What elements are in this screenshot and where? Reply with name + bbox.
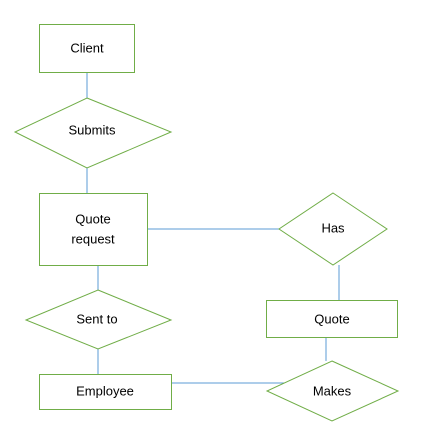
- relationship-has: Has: [278, 192, 388, 266]
- entity-quote-box: [266, 300, 398, 338]
- entity-quote-request-label-line-2: request: [71, 231, 115, 246]
- entity-employee-box: [39, 374, 172, 410]
- entity-quote-request: Quote request: [39, 193, 148, 266]
- entity-quote: Quote: [266, 300, 398, 338]
- relationship-has-diamond: [278, 192, 388, 266]
- entity-quote-request-box: [39, 193, 148, 266]
- relationship-sent-to-label: Sent to: [76, 311, 117, 326]
- relationship-makes-diamond: [265, 360, 400, 422]
- relationship-sent-to: Sent to: [24, 289, 173, 350]
- relationship-sent-to-diamond: [24, 289, 173, 350]
- entity-client-label: Client: [70, 40, 104, 55]
- relationship-submits-diamond: [13, 97, 173, 169]
- entity-quote-label: Quote: [314, 311, 349, 326]
- relationship-has-label: Has: [321, 220, 345, 235]
- entity-employee: Employee: [39, 374, 172, 410]
- relationship-submits: Submits: [13, 97, 173, 169]
- entity-employee-label: Employee: [76, 383, 134, 398]
- relationship-makes-label: Makes: [313, 383, 352, 398]
- relationship-makes: Makes: [265, 360, 400, 422]
- entity-quote-request-label-line-1: Quote: [75, 211, 110, 226]
- connectors: [86, 72, 340, 384]
- entity-client: Client: [39, 24, 135, 73]
- entity-client-box: [39, 24, 135, 73]
- relationship-submits-label: Submits: [69, 122, 116, 137]
